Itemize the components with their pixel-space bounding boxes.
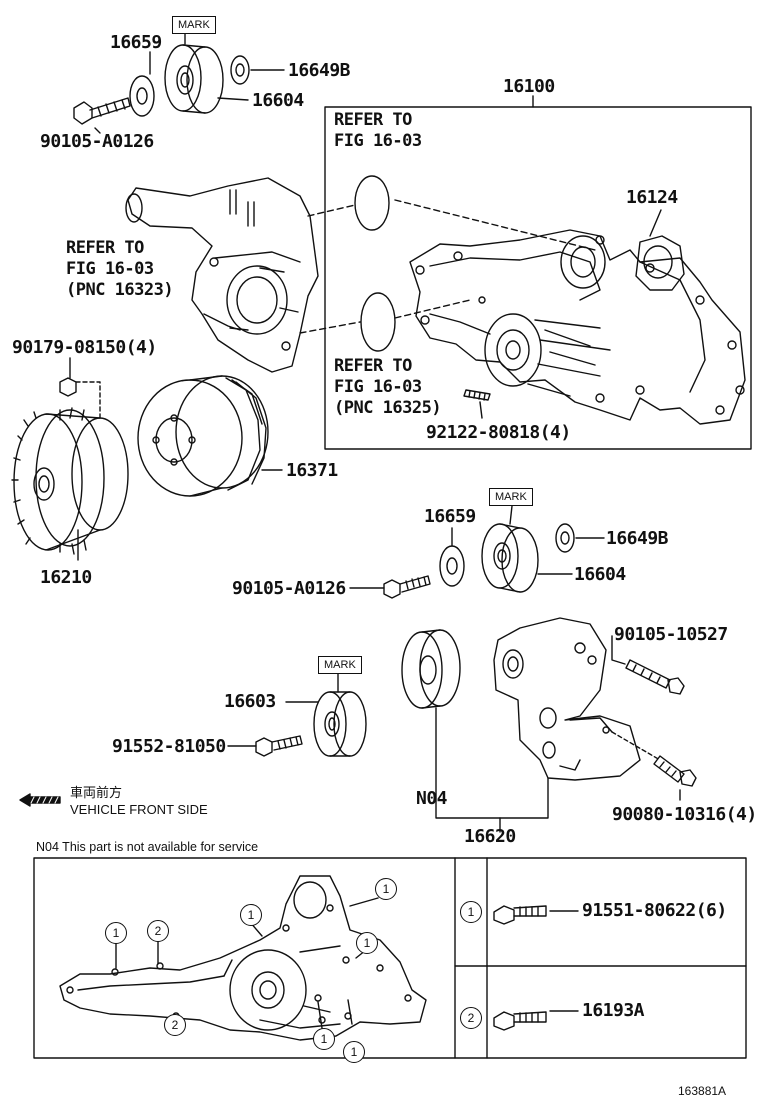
washer-16649b-top [230,55,250,85]
idler-pulley-16604-top [164,44,224,114]
figure-id: 163881A [678,1084,727,1098]
label-16124[interactable]: 16124 [626,187,678,208]
callout-1: 1 [240,904,262,926]
callout-1: 1 [343,1041,365,1063]
label-16371[interactable]: 16371 [286,460,338,481]
label-91552-81050[interactable]: 91552-81050 [112,736,226,757]
refer-fig-pnc-16323[interactable]: REFER TO FIG 16-03 (PNC 16323) [66,238,174,300]
vehicle-front-en: VEHICLE FRONT SIDE [70,802,208,817]
n04-service-note: N04 This part is not available for servi… [36,840,259,854]
bolt-90080-10316 [611,731,697,801]
vehicle-front-jp: 車両前方 [70,785,123,800]
bolt-91552-81050 [227,735,303,757]
legend-1-number: 1 [460,901,482,923]
label-90105-10527[interactable]: 90105-10527 [614,624,728,645]
bolt-90105-10527 [611,635,685,695]
water-inlet-housing [125,177,319,373]
label-16649b-top[interactable]: 16649B [288,60,351,81]
dash-lower [299,299,471,334]
leader-lines-top [94,33,285,134]
label-16604-mid[interactable]: 16604 [574,564,626,585]
o-ring-lower [360,292,396,352]
refer-fig-upper[interactable]: REFER TO FIG 16-03 [334,110,422,151]
tensioner-bracket-16620 [493,617,641,781]
label-90179-08150[interactable]: 90179-08150(4) [12,337,157,358]
washer-16659-top [129,75,155,117]
label-16210[interactable]: 16210 [40,567,92,588]
label-16604-top[interactable]: 16604 [252,90,304,111]
legend-bolt-2 [493,1010,579,1031]
label-16100[interactable]: 16100 [503,76,555,97]
label-16659-top[interactable]: 16659 [110,32,162,53]
o-ring-upper [354,175,390,231]
gasket-16124 [635,209,685,291]
mark-badge-low: MARK [318,656,362,674]
refer-fig-pnc-16325[interactable]: REFER TO FIG 16-03 (PNC 16325) [334,356,442,418]
tensioner-pulley-n04 [401,629,549,833]
label-16649b-mid[interactable]: 16649B [606,528,669,549]
dash-upper [307,199,596,251]
box-16100 [324,106,752,450]
label-n04[interactable]: N04 [416,788,448,809]
callout-2: 2 [164,1014,186,1036]
label-16659-mid[interactable]: 16659 [424,506,476,527]
water-pump-body [409,229,746,425]
detail-gasket-drawing [59,875,427,1041]
idler-pulley-16603 [285,673,367,757]
label-16603[interactable]: 16603 [224,691,276,712]
mark-badge-top: MARK [172,16,216,34]
fan-clutch-16210 [11,407,129,561]
callout-2: 2 [147,920,169,942]
bolt-90105-top [73,97,131,125]
washer-16649b-mid [555,523,605,553]
mark-badge-mid: MARK [489,488,533,506]
bolt-90105-mid [349,575,431,599]
detail-box [33,857,747,1059]
callout-1: 1 [375,878,397,900]
pulley-16371 [137,375,283,497]
stud-92122 [463,389,491,419]
idler-pulley-16604-mid [481,505,573,593]
label-16620[interactable]: 16620 [464,826,516,847]
legend-2-number: 2 [460,1007,482,1029]
label-90080-10316[interactable]: 90080-10316(4) [612,804,757,825]
vehicle-front-arrow [19,793,61,807]
nut-90179 [59,357,101,421]
label-90105-a0126-mid[interactable]: 90105-A0126 [232,578,346,599]
label-90105-a0126-top[interactable]: 90105-A0126 [40,131,154,152]
label-16193a[interactable]: 16193A [582,1000,645,1021]
legend-bolt-1 [493,905,579,925]
callout-1: 1 [105,922,127,944]
label-91551-80622[interactable]: 91551-80622(6) [582,900,727,921]
label-92122-80818[interactable]: 92122-80818(4) [426,422,571,443]
callout-1: 1 [356,932,378,954]
washer-16659-mid [439,527,465,587]
callout-1: 1 [313,1028,335,1050]
